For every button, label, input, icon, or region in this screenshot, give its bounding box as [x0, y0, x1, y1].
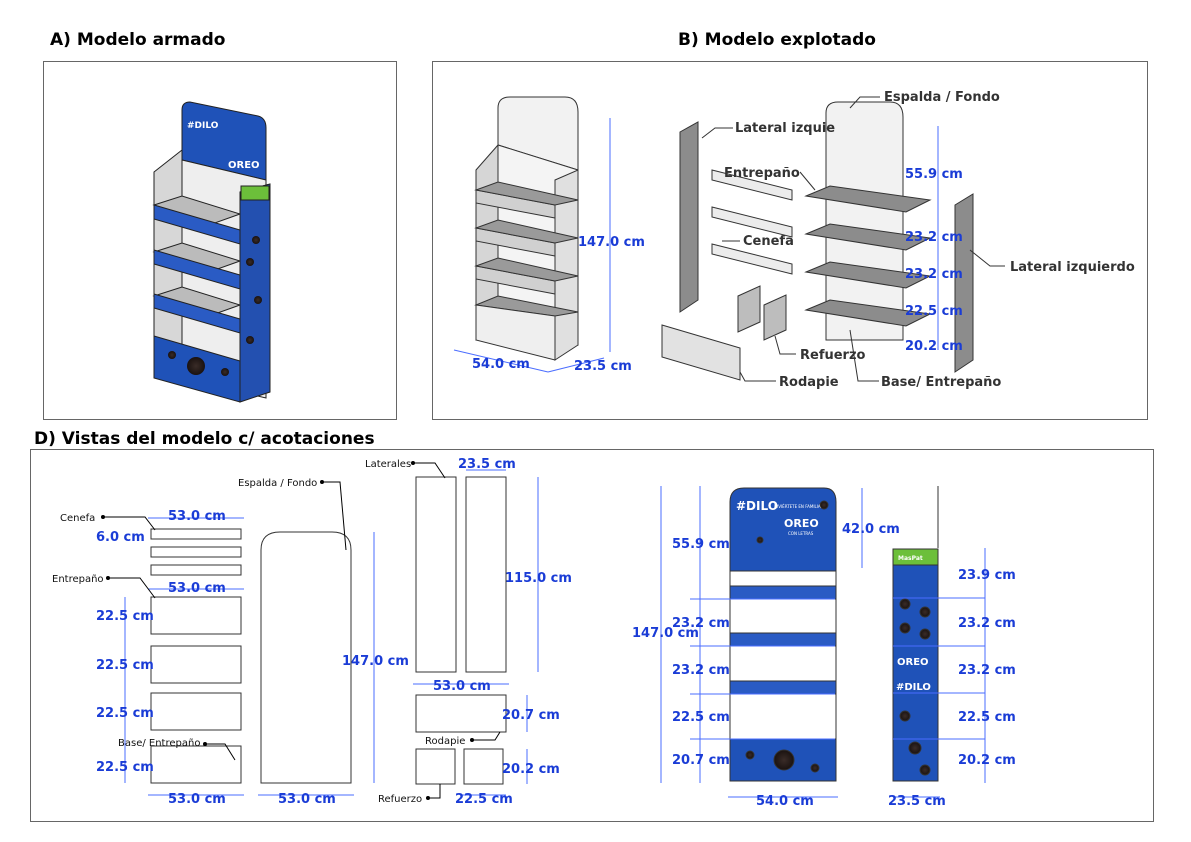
d-label-espalda: Espalda / Fondo	[238, 478, 317, 489]
d-dim-rod-h: 20.7 cm	[502, 708, 560, 723]
b-dim-height: 147.0 cm	[578, 235, 645, 250]
b-label-lateral-left: Lateral izquie	[735, 121, 835, 136]
front-dim-f3: 23.2 cm	[672, 663, 730, 678]
d-lateral-1	[415, 476, 457, 673]
front-dim-total: 147.0 cm	[632, 626, 699, 641]
b-dim-width: 54.0 cm	[472, 357, 530, 372]
b-leader-lines	[701, 96, 1005, 382]
d-lateral-2	[465, 476, 507, 673]
b-dim-depth: 23.5 cm	[574, 359, 632, 374]
d-label-refuerzo: Refuerzo	[378, 794, 422, 805]
front-oreo-logo: OREO	[784, 517, 819, 530]
front-dilo-logo: #DILO	[736, 499, 778, 513]
b-label-base: Base/ Entrepaño	[881, 375, 1001, 390]
side-dim-s4: 22.5 cm	[958, 710, 1016, 725]
front-dim-lines	[660, 486, 863, 798]
front-dim-header: 42.0 cm	[842, 522, 900, 537]
b-dim-d4: 22.5 cm	[905, 304, 963, 319]
d-dim-ref-h: 20.2 cm	[502, 762, 560, 777]
d-dim-back-w: 53.0 cm	[278, 792, 336, 807]
front-con-letras: CON LETRAS	[788, 531, 814, 536]
front-dim-width: 54.0 cm	[756, 794, 814, 809]
front-view	[729, 487, 837, 782]
side-dim-s3: 23.2 cm	[958, 663, 1016, 678]
section-a-title: A) Modelo armado	[50, 30, 226, 50]
front-tagline: DIVIÉRTETE EN FAMILIA	[774, 504, 821, 509]
d-dim-ref-w: 22.5 cm	[455, 792, 513, 807]
b-label-cenefa: Cenefa	[743, 234, 794, 249]
b-label-lateral-right: Lateral izquierdo	[1010, 260, 1135, 275]
b-dim-d5: 20.2 cm	[905, 339, 963, 354]
d-leader-lines	[101, 461, 501, 800]
side-sticker: MasPat	[898, 555, 923, 562]
side-dim-lines	[893, 548, 986, 798]
d-dim-back-h: 147.0 cm	[342, 654, 409, 669]
d-label-base: Base/ Entrepaño	[118, 738, 200, 749]
side-view	[892, 486, 939, 782]
d-dim-e4: 22.5 cm	[96, 760, 154, 775]
side-dim-s2: 23.2 cm	[958, 616, 1016, 631]
b-label-rodapie: Rodapie	[779, 375, 839, 390]
d-dim-cenefa-w: 53.0 cm	[168, 509, 226, 524]
d-dim-rod-w: 53.0 cm	[433, 679, 491, 694]
outline-model	[453, 96, 611, 373]
side-dim-s1: 23.9 cm	[958, 568, 1016, 583]
section-d-title: D) Vistas del modelo c/ acotaciones	[34, 429, 375, 449]
b-dim-d2: 23.2 cm	[905, 230, 963, 245]
b-label-refuerzo: Refuerzo	[800, 348, 866, 363]
d-dim-lines	[124, 469, 539, 796]
side-oreo-logo: OREO	[897, 657, 929, 668]
d-label-entrepano: Entrepaño	[52, 574, 104, 585]
d-dim-entre-w: 53.0 cm	[168, 581, 226, 596]
d-dim-cenefa-h: 6.0 cm	[96, 530, 145, 545]
d-refuerzo-2	[463, 748, 504, 785]
exploded-parts	[661, 101, 974, 381]
front-dim-f1: 55.9 cm	[672, 537, 730, 552]
d-entrepanos	[150, 596, 242, 784]
d-dim-e2: 22.5 cm	[96, 658, 154, 673]
d-rodapie-panel	[415, 694, 507, 733]
d-label-cenefa: Cenefa	[60, 513, 95, 524]
oreo-logo-a: OREO	[228, 160, 260, 171]
b-label-entrepano: Entrepaño	[724, 166, 800, 181]
d-label-rodapie: Rodapie	[425, 736, 465, 747]
side-dilo-logo: #DILO	[896, 682, 931, 693]
d-dim-lat-w: 23.5 cm	[458, 457, 516, 472]
assembled-model: OREO #DILO	[152, 101, 271, 403]
b-dim-d1: 55.9 cm	[905, 167, 963, 182]
section-b-title: B) Modelo explotado	[678, 30, 876, 50]
d-dim-e1: 22.5 cm	[96, 609, 154, 624]
d-espalda-panel	[260, 531, 352, 784]
front-dim-f5: 20.7 cm	[672, 753, 730, 768]
front-dim-f4: 22.5 cm	[672, 710, 730, 725]
front-dim-f2: 23.2 cm	[672, 616, 730, 631]
side-dim-s5: 20.2 cm	[958, 753, 1016, 768]
d-label-laterales: Laterales	[365, 459, 411, 470]
b-label-espalda: Espalda / Fondo	[884, 90, 1000, 105]
b-dim-d3: 23.2 cm	[905, 267, 963, 282]
d-cenefas	[150, 528, 242, 576]
d-dim-lat-h: 115.0 cm	[505, 571, 572, 586]
d-dim-e3: 22.5 cm	[96, 706, 154, 721]
dilo-logo-a: #DILO	[187, 121, 219, 131]
d-dim-base-w: 53.0 cm	[168, 792, 226, 807]
side-dim-width: 23.5 cm	[888, 794, 946, 809]
d-refuerzo-1	[415, 748, 456, 785]
